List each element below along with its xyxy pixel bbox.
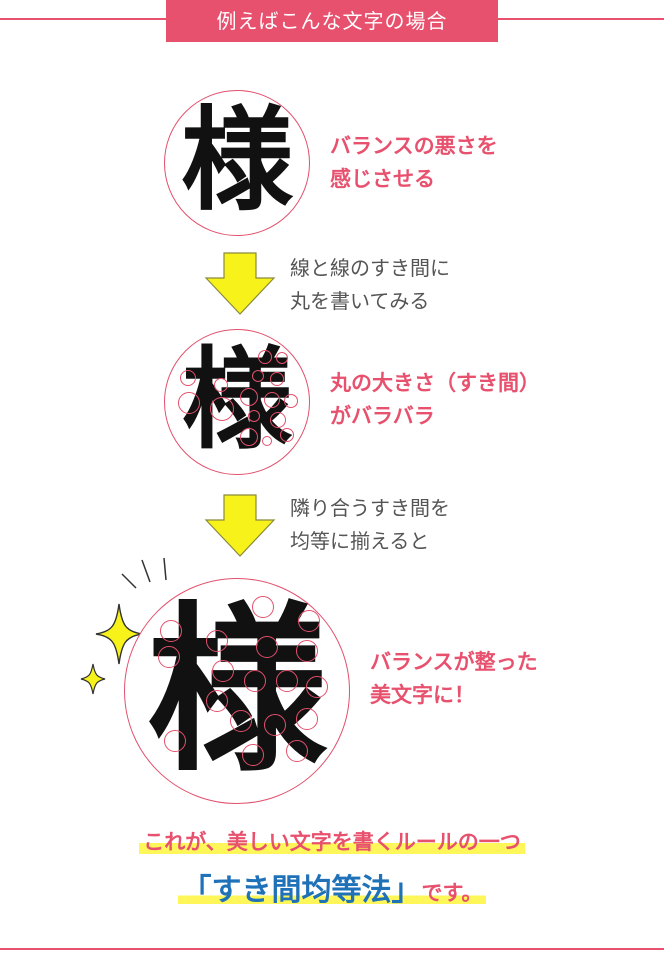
gap-bubble bbox=[286, 740, 308, 762]
conclusion-line1: これが、美しい文字を書くルールの一つ bbox=[0, 826, 664, 856]
gap-bubble bbox=[158, 646, 180, 668]
gap-bubble bbox=[264, 714, 286, 736]
gap-bubble bbox=[180, 370, 196, 386]
note-unbalanced: バランスの悪さを 感じさせる bbox=[330, 130, 498, 196]
note-balanced-line1: バランスが整った bbox=[370, 650, 538, 674]
instruction-even-gaps: 隣り合うすき間を 均等に揃えると bbox=[290, 492, 450, 558]
down-arrow-1 bbox=[204, 252, 276, 315]
gap-bubble bbox=[262, 436, 272, 446]
sparkle-small-icon bbox=[80, 663, 106, 695]
instruction-even-gaps-line1: 隣り合うすき間を bbox=[290, 496, 450, 520]
gap-bubble bbox=[276, 352, 288, 364]
gap-bubble bbox=[178, 392, 200, 414]
gap-bubble bbox=[280, 428, 294, 442]
note-unbalanced-line2: 感じさせる bbox=[330, 167, 435, 191]
gap-bubble bbox=[298, 610, 320, 632]
gap-bubble bbox=[306, 676, 328, 698]
gap-bubble bbox=[258, 350, 272, 364]
conclusion-line2: 「すき間均等法」です。 bbox=[0, 865, 664, 909]
rule-name: 「すき間均等法」 bbox=[181, 873, 422, 908]
gap-bubble bbox=[252, 370, 264, 382]
header-banner: 例えばこんな文字の場合 bbox=[166, 0, 498, 42]
instruction-draw-circles-line2: 丸を書いてみる bbox=[290, 289, 430, 313]
down-arrow-2 bbox=[204, 494, 276, 557]
sparkle-large-icon bbox=[95, 603, 143, 665]
gap-bubble bbox=[206, 690, 228, 712]
burst-lines bbox=[121, 557, 167, 589]
gap-bubble bbox=[164, 730, 186, 752]
kanji-sample-1: 様 bbox=[181, 95, 293, 226]
gap-bubble bbox=[270, 372, 284, 386]
note-balanced-line2: 美文字に！ bbox=[370, 683, 475, 707]
gap-bubble bbox=[270, 412, 286, 428]
note-uneven-gaps-line1: 丸の大きさ（すき間） bbox=[330, 371, 540, 395]
gap-bubble bbox=[252, 596, 274, 618]
note-uneven-gaps-line2: がバラバラ bbox=[330, 404, 435, 428]
gap-bubble bbox=[210, 397, 234, 421]
gap-bubble bbox=[214, 378, 228, 392]
note-unbalanced-line1: バランスの悪さを bbox=[330, 134, 498, 158]
gap-bubble bbox=[240, 388, 258, 406]
gap-bubble bbox=[248, 410, 260, 422]
instruction-draw-circles: 線と線のすき間に 丸を書いてみる bbox=[290, 252, 450, 318]
gap-bubble bbox=[296, 708, 318, 730]
gap-bubble bbox=[230, 710, 252, 732]
conclusion-tail: です。 bbox=[421, 881, 483, 905]
instruction-even-gaps-line2: 均等に揃えると bbox=[290, 529, 430, 553]
gap-bubble bbox=[240, 428, 258, 446]
note-uneven-gaps: 丸の大きさ（すき間） がバラバラ bbox=[330, 367, 540, 433]
gap-bubble bbox=[206, 630, 228, 652]
bottom-divider bbox=[0, 948, 664, 950]
gap-bubble bbox=[264, 392, 280, 408]
gap-bubble bbox=[160, 620, 182, 642]
gap-bubble bbox=[212, 660, 234, 682]
gap-bubble bbox=[296, 640, 318, 662]
gap-bubble bbox=[242, 744, 264, 766]
kanji-circle-1 bbox=[164, 90, 310, 236]
gap-bubble bbox=[256, 636, 278, 658]
gap-bubble bbox=[244, 670, 266, 692]
gap-bubble bbox=[276, 670, 298, 692]
note-balanced: バランスが整った 美文字に！ bbox=[370, 646, 538, 712]
conclusion-line1-text: これが、美しい文字を書くルールの一つ bbox=[139, 830, 525, 854]
instruction-draw-circles-line1: 線と線のすき間に bbox=[290, 256, 450, 280]
gap-bubble bbox=[284, 394, 298, 408]
